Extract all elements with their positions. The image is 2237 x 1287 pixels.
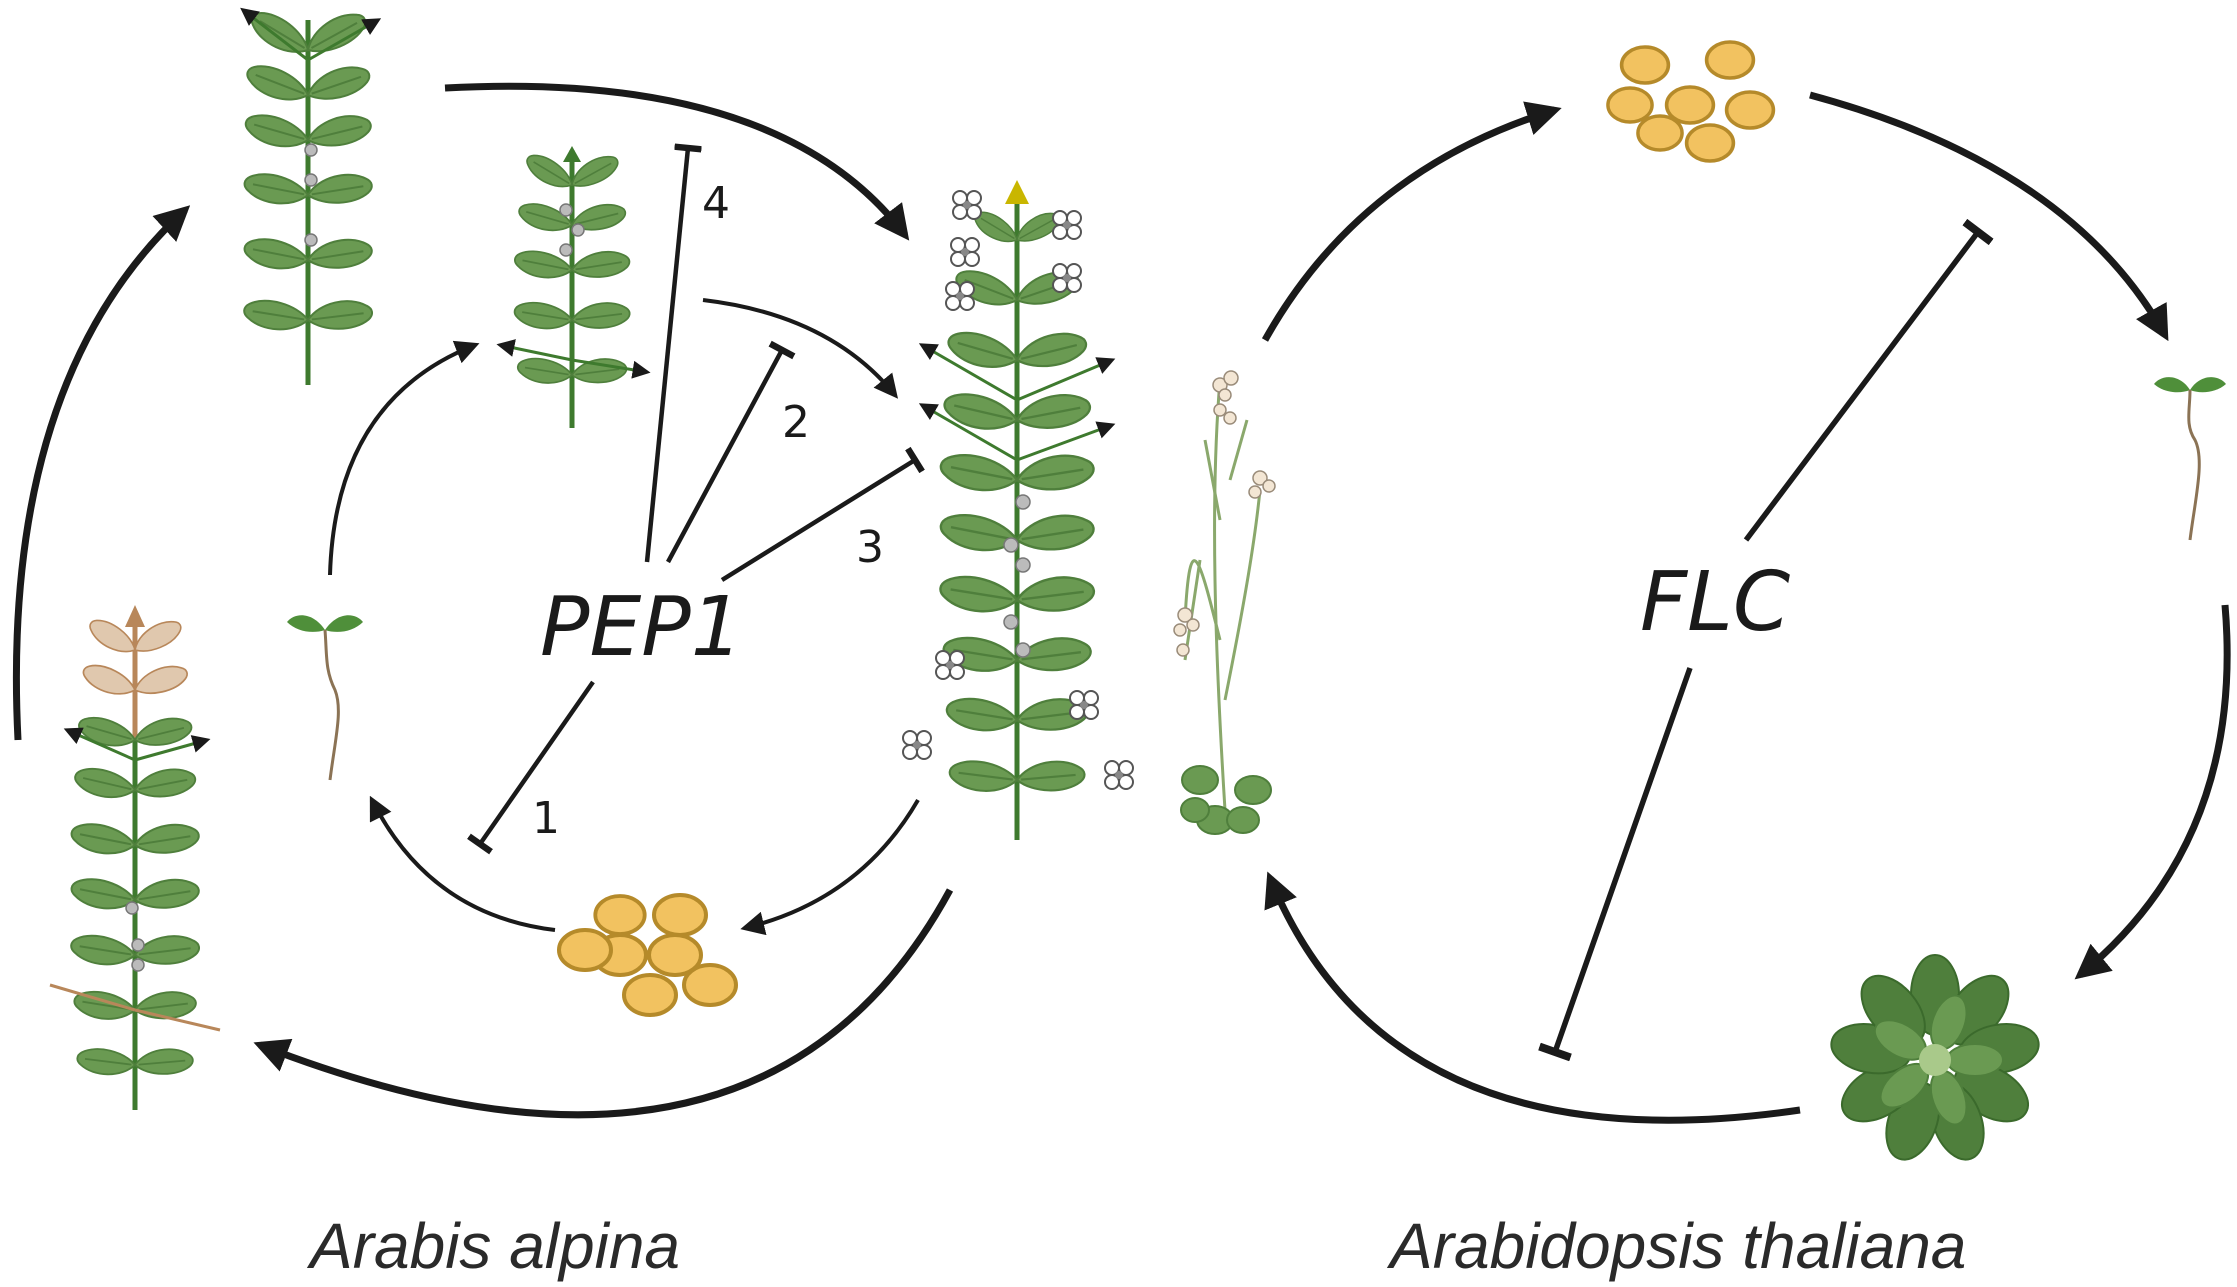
repression-line-3 <box>720 446 925 582</box>
arrow-seedling-to-rosette <box>2074 604 2231 980</box>
species-label-arabis: Arabis alpina <box>306 1210 680 1282</box>
arabis-seeds <box>557 893 738 1017</box>
arabidopsis-seedling <box>2154 377 2226 541</box>
arabidopsis-rosette <box>1830 954 2040 1161</box>
arrow-seeds-to-seedling <box>1809 91 2169 342</box>
gene-label-flc: FLC <box>1640 555 1790 650</box>
repression-number-1: 1 <box>532 793 560 844</box>
arabis-flowering-plant <box>902 180 1134 840</box>
gene-label-pep1: PEP1 <box>540 580 743 675</box>
repression-number-4: 4 <box>702 178 730 229</box>
arrow-senescing-to-vegetative <box>12 205 191 741</box>
repression-line-4 <box>644 143 702 563</box>
arrow-seedling-to-juvenile <box>328 340 480 576</box>
arabis-vegetative-shoot <box>240 4 382 385</box>
arrow-flowering-to-seeds <box>740 798 920 936</box>
arrow-seeds-to-seedling <box>369 795 556 932</box>
repression-line-1 <box>467 680 595 855</box>
inner-cycle-arrows-left <box>328 298 920 936</box>
arabidopsis-seeds <box>1606 40 1776 163</box>
arrow-juvenile-to-flowering <box>702 298 899 399</box>
repression-number-3: 3 <box>856 522 884 573</box>
arabis-seedling <box>287 615 363 781</box>
arrow-flowering-to-senescing <box>253 888 954 1119</box>
outer-cycle-arrows-left <box>12 82 954 1119</box>
arabis-senescing-shoot <box>49 605 221 1110</box>
arrow-rosette-to-flowering <box>1264 871 1801 1124</box>
repression-number-2: 2 <box>782 397 810 448</box>
arrow-vegetative-to-flowering <box>444 82 910 241</box>
flc-repression-germination <box>1743 218 1994 542</box>
flc-repression-flowering <box>1538 667 1693 1062</box>
outer-cycle-arrows-right <box>1261 91 2231 1124</box>
species-label-arabidopsis: Arabidopsis thaliana <box>1386 1210 1966 1282</box>
pep1-repressions <box>467 143 925 855</box>
arabis-juvenile-plant <box>496 146 651 428</box>
arabidopsis-flowering-plant <box>1173 370 1276 835</box>
repression-line-2 <box>666 340 796 564</box>
flc-repressions <box>1538 218 1994 1062</box>
arrow-flowering-to-seeds <box>1261 101 1562 342</box>
